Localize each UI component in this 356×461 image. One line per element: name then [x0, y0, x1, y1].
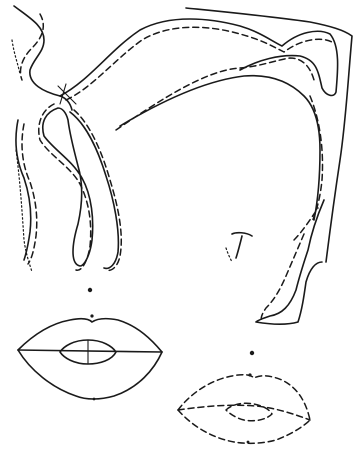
upper-lip-solid — [18, 319, 162, 352]
incisor-right-solid — [70, 112, 118, 268]
reference-points — [88, 288, 254, 444]
left-soft-tissue — [16, 120, 37, 264]
incisor-dashed — [39, 104, 91, 270]
lower-lip-dashed — [178, 410, 310, 443]
ramus-dashed — [261, 234, 304, 322]
palatal-plane — [60, 19, 338, 220]
palate-upper-solid — [60, 19, 338, 96]
point-lower — [250, 351, 254, 355]
lip-line-dashed — [178, 405, 310, 420]
lower-lip-solid — [18, 350, 162, 399]
nasal-profile-dashed — [20, 14, 43, 80]
condyle-dotted — [226, 248, 232, 262]
condyle-solid — [232, 233, 252, 258]
right-edge-solid — [186, 8, 352, 262]
condyle-markers — [226, 233, 252, 262]
point-lip-top — [90, 314, 93, 317]
incisor-solid — [43, 108, 93, 266]
point-upper — [88, 288, 92, 292]
incisor-outline — [39, 84, 122, 270]
lip-line-solid — [18, 350, 162, 352]
soft-tissue-dotted-2 — [16, 150, 32, 272]
soft-tissue-dotted — [12, 40, 20, 74]
lips-dashed — [178, 375, 310, 444]
right-edge — [186, 8, 352, 262]
nasal-profile — [12, 6, 72, 272]
lips-solid — [18, 319, 162, 399]
palate-lower-dashed — [116, 58, 314, 130]
palate-lower-solid — [120, 76, 320, 220]
